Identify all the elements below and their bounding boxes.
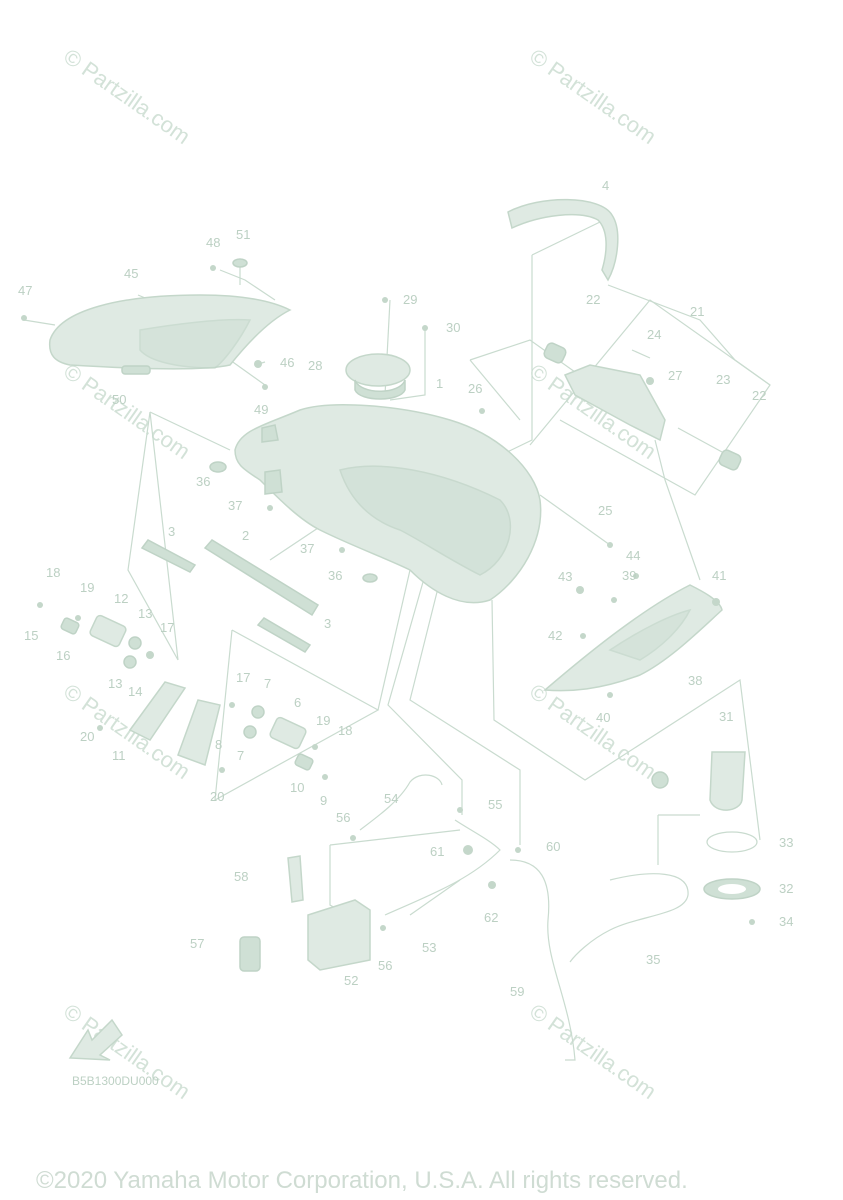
callout-55: 55 [488,797,502,812]
callout-30: 30 [446,320,460,335]
callout-23: 23 [716,372,730,387]
callout-17b: 17 [236,670,250,685]
callout-16: 16 [56,648,70,663]
callout-61: 61 [430,844,444,859]
callout-18: 18 [46,565,60,580]
callout-51: 51 [236,227,250,242]
fuel-hose-35 [569,873,689,963]
callout-60: 60 [546,839,560,854]
fuel-cap [345,353,411,400]
callout-59: 59 [510,984,524,999]
callout-46: 46 [280,355,294,370]
mount-right [177,699,314,771]
watermark-8: © Partzilla.com [525,999,661,1105]
callout-12: 12 [114,591,128,606]
fuel-pump [651,751,761,900]
callout-53: 53 [422,940,436,955]
diagram-code: B5B1300DU000 [72,1074,159,1088]
handle-4 [507,198,619,282]
callout-18b: 18 [338,723,352,738]
callout-3b: 3 [324,616,331,631]
callout-26: 26 [468,381,482,396]
callout-62: 62 [484,910,498,925]
watermark-2: © Partzilla.com [525,44,661,150]
watermark-1: © Partzilla.com [59,44,195,150]
callout-1: 1 [436,376,443,391]
callout-22b: 22 [752,388,766,403]
callout-3: 3 [168,524,175,539]
callout-21: 21 [690,304,704,319]
copyright: ©2020 Yamaha Motor Corporation, U.S.A. A… [36,1167,688,1194]
callout-36b: 36 [328,568,342,583]
callout-42: 42 [548,628,562,643]
fuel-tank [234,404,542,604]
callout-43: 43 [558,569,572,584]
watermark-6: © Partzilla.com [525,679,661,785]
callout-35: 35 [646,952,660,967]
hoses [359,774,576,1061]
side-cover-left [48,294,292,370]
callout-27: 27 [668,368,682,383]
callout-20b: 20 [210,789,224,804]
rubber-pads [140,539,320,653]
callout-41: 41 [712,568,726,583]
callout-9: 9 [320,793,327,808]
side-cover-right [543,584,723,692]
callout-10: 10 [290,780,304,795]
callout-45: 45 [124,266,138,281]
callout-14: 14 [128,684,142,699]
callout-58: 58 [234,869,248,884]
callout-36: 36 [196,474,210,489]
callout-24: 24 [647,327,661,342]
callout-44: 44 [626,548,640,563]
callout-13b: 13 [108,676,122,691]
callout-25: 25 [598,503,612,518]
callout-39: 39 [622,568,636,583]
callout-13: 13 [138,606,152,621]
callout-31: 31 [719,709,733,724]
callout-38: 38 [688,673,702,688]
callout-11: 11 [112,748,126,763]
callout-50: 50 [112,392,126,407]
callout-6: 6 [294,695,301,710]
callout-19b: 19 [316,713,330,728]
callout-47: 47 [18,283,32,298]
callout-48: 48 [206,235,220,250]
callout-17: 17 [160,620,174,635]
callout-56: 56 [336,810,350,825]
callout-37b: 37 [300,541,314,556]
callout-28: 28 [308,358,322,373]
callout-57: 57 [190,936,204,951]
callout-2: 2 [242,528,249,543]
callout-52: 52 [344,973,358,988]
callout-34: 34 [779,914,793,929]
callout-29: 29 [403,292,417,307]
callout-32: 32 [779,881,793,896]
callout-37: 37 [228,498,242,513]
small-parts [21,258,755,931]
callout-20: 20 [80,729,94,744]
callout-15: 15 [24,628,38,643]
callout-33: 33 [779,835,793,850]
callout-8: 8 [215,737,222,752]
front-arrow-icon [68,1018,123,1061]
callout-56b: 56 [378,958,392,973]
callout-40: 40 [596,710,610,725]
callout-labels: 1 2 3 3 4 6 7 7 8 9 10 11 12 13 13 14 15… [18,178,793,999]
callout-19: 19 [80,580,94,595]
callout-7b: 7 [237,748,244,763]
bracket-21 [543,342,742,471]
mount-left [60,614,187,741]
callout-22: 22 [586,292,600,307]
callout-49: 49 [254,402,268,417]
callout-7: 7 [264,676,271,691]
callout-4: 4 [602,178,609,193]
canister [239,855,371,972]
callout-54: 54 [384,791,398,806]
leader-lines [23,221,771,926]
